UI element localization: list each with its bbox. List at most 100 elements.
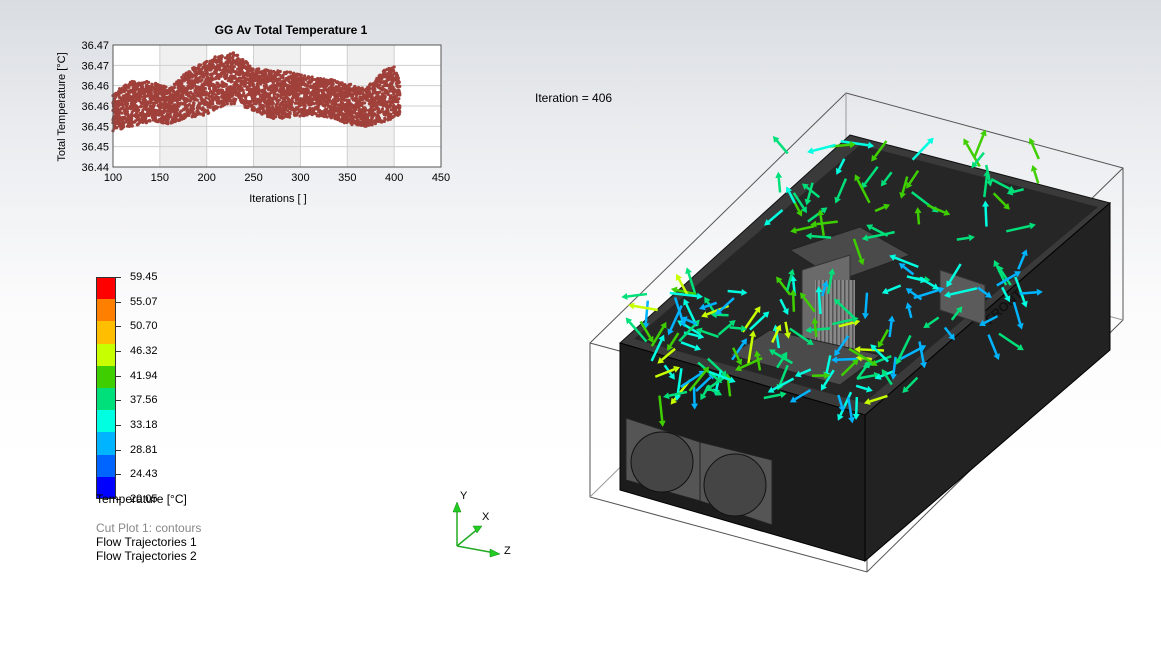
data-point xyxy=(142,81,146,85)
y-tick-label: 36.47 xyxy=(81,60,109,72)
flow-arrow-head-icon xyxy=(715,308,723,316)
triad-z-axis xyxy=(456,545,496,554)
flow-arrow xyxy=(688,370,707,392)
flow-arrow xyxy=(628,321,648,343)
flow-arrow xyxy=(907,307,913,319)
plot-item-cut-plot[interactable]: Cut Plot 1: contours xyxy=(96,521,202,535)
flow-arrow xyxy=(948,263,962,283)
flow-arrow-head-icon xyxy=(807,147,814,155)
data-point xyxy=(388,103,392,107)
data-point xyxy=(398,93,402,97)
data-point xyxy=(224,82,228,87)
flow-arrow-head-icon xyxy=(881,369,888,376)
flow-arrow-head-icon xyxy=(834,349,841,357)
flow-arrow xyxy=(864,292,869,314)
data-point xyxy=(220,54,224,58)
orientation-triad[interactable]: Y X Z xyxy=(445,486,525,566)
flow-arrow-head-icon xyxy=(749,330,757,337)
3d-model-viewport[interactable]: FRONT xyxy=(580,85,1140,580)
data-point xyxy=(369,82,373,86)
data-point xyxy=(325,115,329,119)
data-point xyxy=(278,69,282,74)
flow-arrow-head-icon xyxy=(986,180,993,187)
data-point xyxy=(257,89,261,94)
legend-tick xyxy=(116,400,121,402)
flow-arrow-head-icon xyxy=(796,209,803,217)
flow-arrow-head-icon xyxy=(889,254,897,261)
flow-arrow xyxy=(886,284,902,293)
flow-arrow xyxy=(870,226,889,237)
y-tick-label: 36.46 xyxy=(81,101,109,113)
flow-arrow xyxy=(654,368,675,378)
flow-arrow xyxy=(676,368,683,396)
flow-arrow-head-icon xyxy=(857,258,865,266)
flow-arrow xyxy=(838,321,855,328)
data-point xyxy=(117,99,121,103)
legend-value: 41.94 xyxy=(130,369,158,382)
data-point xyxy=(245,61,250,65)
data-point xyxy=(228,52,232,56)
flow-arrow xyxy=(669,291,698,298)
flow-arrow xyxy=(1012,188,1024,194)
flow-arrow xyxy=(763,393,781,400)
flow-arrow-head-icon xyxy=(658,334,665,342)
flow-arrow-head-icon xyxy=(946,280,953,288)
flow-arrow-head-icon xyxy=(801,183,809,190)
flow-arrow xyxy=(719,297,735,312)
flow-arrow-head-icon xyxy=(870,344,878,351)
flow-arrow-head-icon xyxy=(1014,271,1021,278)
data-point xyxy=(253,107,258,112)
legend-color-swatch xyxy=(96,410,116,433)
data-point xyxy=(148,119,152,123)
data-point xyxy=(384,100,388,104)
flow-arrow xyxy=(949,287,978,296)
data-point xyxy=(204,96,208,100)
flow-arrow xyxy=(892,356,897,375)
flow-arrow-head-icon xyxy=(781,351,788,359)
flow-arrow-head-icon xyxy=(923,321,931,329)
data-point xyxy=(273,92,277,96)
x-tick-label: 450 xyxy=(432,172,450,184)
data-point xyxy=(218,68,222,72)
flow-arrow-head-icon xyxy=(820,207,828,214)
legend-value: 28.81 xyxy=(130,443,158,456)
flow-arrow xyxy=(731,342,745,361)
flow-arrow-head-icon xyxy=(670,397,678,405)
data-point xyxy=(393,89,398,94)
data-point xyxy=(191,107,196,111)
triad-x-label: X xyxy=(482,511,490,523)
legend-color-swatch xyxy=(96,365,116,388)
data-point xyxy=(225,73,229,77)
legend-value: 59.45 xyxy=(130,271,158,283)
data-point xyxy=(219,74,223,78)
data-point xyxy=(215,67,219,71)
data-point xyxy=(275,86,279,90)
y-tick-label: 36.47 xyxy=(81,40,109,52)
data-point xyxy=(225,102,229,106)
flow-arrow-head-icon xyxy=(740,338,747,346)
data-point xyxy=(271,81,275,85)
plot-item-flow-trajectories-2[interactable]: Flow Trajectories 2 xyxy=(96,549,197,563)
plot-item-flow-trajectories-1[interactable]: Flow Trajectories 1 xyxy=(96,535,197,549)
data-point xyxy=(218,65,222,69)
data-point xyxy=(312,77,316,82)
flow-arrow-head-icon xyxy=(789,275,797,282)
chart-title: GG Av Total Temperature 1 xyxy=(215,23,368,37)
data-point xyxy=(230,62,235,66)
legend-tick xyxy=(116,449,121,451)
data-point xyxy=(370,123,374,127)
legend-value: 20.05 xyxy=(130,493,158,505)
legend-value: 24.43 xyxy=(130,468,158,481)
data-point xyxy=(396,100,400,104)
flow-arrow-head-icon xyxy=(993,260,1000,267)
flow-arrow xyxy=(836,178,848,199)
data-point xyxy=(244,81,248,85)
data-point xyxy=(230,79,234,83)
data-point xyxy=(288,115,292,119)
flow-arrow-head-icon xyxy=(660,321,667,329)
data-point xyxy=(307,76,311,80)
data-point xyxy=(328,99,333,103)
data-point xyxy=(337,86,341,90)
flow-arrow xyxy=(692,386,696,404)
flow-arrow xyxy=(984,164,991,181)
